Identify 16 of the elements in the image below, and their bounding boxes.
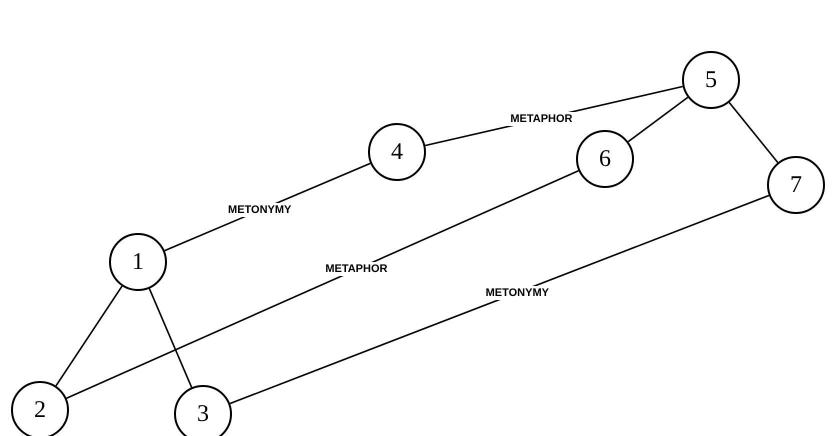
- node-number: 1: [132, 250, 144, 274]
- node-number: 2: [34, 398, 46, 422]
- connector-line: [230, 194, 770, 404]
- connector-line: [148, 288, 192, 388]
- connector-line: [728, 102, 778, 163]
- node-number: 6: [599, 147, 611, 171]
- node-number: 7: [790, 173, 802, 197]
- circle-node: [11, 381, 69, 436]
- edge-label: METAPHOR: [507, 112, 576, 126]
- node-number: 3: [197, 402, 209, 426]
- node-number: 5: [705, 68, 717, 92]
- node-number: 4: [391, 140, 403, 164]
- connector-line: [55, 286, 123, 386]
- circle-node: [174, 385, 232, 436]
- connector-line: [628, 96, 688, 142]
- connector-line: [66, 170, 579, 399]
